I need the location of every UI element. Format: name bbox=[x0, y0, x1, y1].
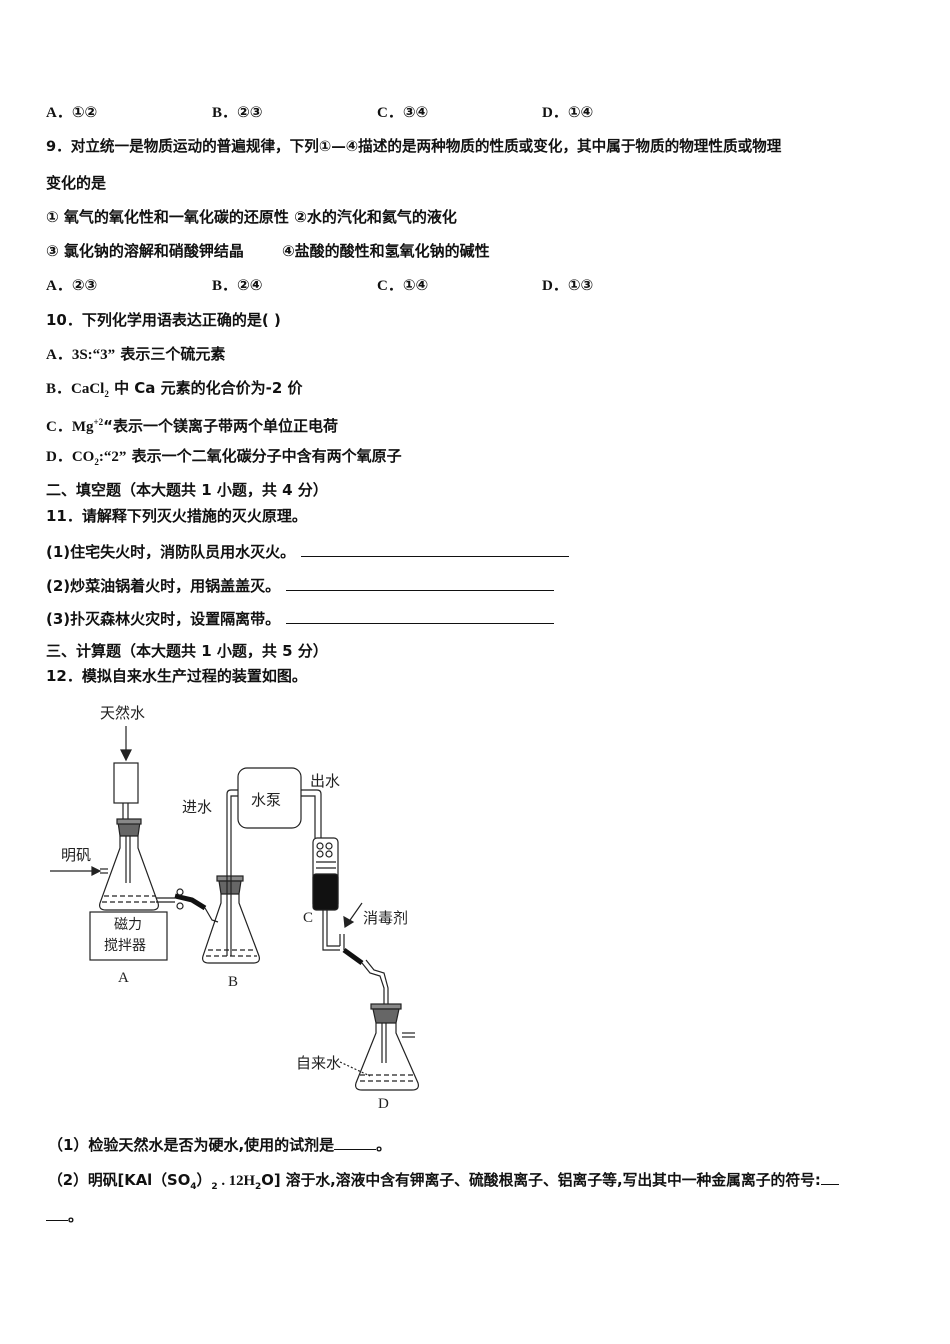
label-flask-a: A bbox=[118, 970, 129, 986]
formula: 3S:“3” bbox=[71, 347, 116, 363]
q9-items-row2: ③ 氯化钠的溶解和硝酸钾结晶 ④盐酸的酸性和氢氧化钠的碱性 bbox=[46, 241, 490, 261]
formula-superscript: +2 bbox=[93, 417, 104, 427]
subscript: 2 bbox=[255, 1181, 262, 1192]
option-letter: D． bbox=[542, 105, 568, 121]
formula: Mg bbox=[71, 419, 94, 435]
q8-option-d: D．①④ bbox=[542, 102, 593, 123]
formula: CO bbox=[71, 449, 95, 465]
option-text: ①④ bbox=[402, 276, 429, 294]
option-letter: D． bbox=[46, 449, 72, 465]
answer-blank-2[interactable] bbox=[286, 574, 555, 591]
option-letter: A． bbox=[46, 105, 72, 121]
option-text: ①③ bbox=[567, 276, 594, 294]
q12-part-1-text: （1）检验天然水是否为硬水,使用的试剂是 bbox=[48, 1136, 335, 1154]
option-text: “表示一个镁离子带两个单位正电荷 bbox=[103, 417, 339, 435]
answer-blank-1[interactable] bbox=[301, 540, 570, 557]
option-text: 中 Ca 元素的化合价为-2 价 bbox=[108, 379, 303, 397]
q11-item-1: (1)住宅失火时，消防队员用水灭火。 bbox=[46, 540, 570, 562]
q8-option-b: B．②③ bbox=[212, 102, 262, 123]
label-disinfectant: 消毒剂 bbox=[363, 909, 409, 927]
q11-item-2: (2)炒菜油锅着火时，用锅盖盖灭。 bbox=[46, 574, 555, 596]
q9-item-3: ③ 氯化钠的溶解和硝酸钾结晶 bbox=[46, 242, 244, 260]
q9-option-d: D．①③ bbox=[542, 275, 593, 296]
q12-part-2: （2）明矾[KAl（SO4）2 . 12H2O] 溶于水,溶液中含有钾离子、硫酸… bbox=[48, 1168, 839, 1197]
option-text: ③④ bbox=[402, 103, 429, 121]
answer-blank-q12-2a[interactable] bbox=[820, 1168, 839, 1185]
q9-item-1: ① 氧气的氧化性和一氧化碳的还原性 bbox=[46, 208, 289, 226]
q11-stem: 11．请解释下列灭火措施的灭火原理。 bbox=[46, 507, 307, 525]
option-letter: C． bbox=[46, 419, 72, 435]
q9-items-row1: ① 氧气的氧化性和一氧化碳的还原性 ②水的汽化和氦气的液化 bbox=[46, 207, 457, 227]
q10-option-c: C．Mg+2“表示一个镁离子带两个单位正电荷 bbox=[46, 412, 338, 437]
formula: . 12H bbox=[217, 1173, 256, 1189]
q10-stem: 10．下列化学用语表达正确的是( ) bbox=[46, 311, 281, 329]
label-water-out: 出水 bbox=[310, 772, 341, 790]
q9-item-4: ④盐酸的酸性和氢氧化钠的碱性 bbox=[281, 242, 490, 260]
q8-option-c: C．③④ bbox=[377, 102, 428, 123]
option-letter: C． bbox=[377, 278, 403, 294]
option-text: ②④ bbox=[237, 276, 263, 294]
arrow-head-icon bbox=[120, 749, 132, 762]
answer-blank-q12-2b[interactable] bbox=[46, 1204, 68, 1221]
q12-part-2-continued: 。 bbox=[46, 1204, 83, 1226]
label-column-c: C bbox=[303, 910, 314, 926]
label-water-in: 进水 bbox=[182, 798, 213, 816]
formula-tail: :“2” bbox=[98, 449, 127, 465]
section2-heading: 二、填空题（本大题共 1 小题，共 4 分） bbox=[46, 481, 328, 499]
label-stirrer-1: 磁力 bbox=[114, 917, 142, 933]
option-text: ②③ bbox=[71, 276, 98, 294]
q9-stem-line2: 变化的是 bbox=[46, 174, 107, 192]
q11-item-3: (3)扑灭森林火灾时，设置隔离带。 bbox=[46, 607, 555, 629]
section3-heading: 三、计算题（本大题共 1 小题，共 5 分） bbox=[46, 642, 328, 660]
option-letter: B． bbox=[212, 105, 238, 121]
label-flask-d: D bbox=[378, 1096, 389, 1112]
label-flask-b: B bbox=[228, 974, 239, 990]
answer-blank-q12-1[interactable] bbox=[334, 1133, 377, 1150]
period: 。 bbox=[68, 1207, 84, 1225]
formula: CaCl bbox=[71, 381, 105, 397]
apparatus-drawing bbox=[50, 726, 419, 1091]
q9-item-2: ②水的汽化和氦气的液化 bbox=[294, 208, 457, 226]
bracket: ） bbox=[196, 1172, 212, 1189]
q10-option-d: D．CO2:“2” 表示一个二氧化碳分子中含有两个氧原子 bbox=[46, 446, 402, 472]
label-alum: 明矾 bbox=[61, 846, 92, 864]
option-letter: D． bbox=[542, 278, 568, 294]
option-text: ②③ bbox=[237, 103, 263, 121]
q10-option-b: B．CaCl2 中 Ca 元素的化合价为-2 价 bbox=[46, 378, 303, 404]
option-letter: C． bbox=[377, 105, 403, 121]
period: 。 bbox=[376, 1136, 392, 1154]
formula-subscript: 2 bbox=[104, 389, 109, 399]
q9-option-c: C．①④ bbox=[377, 275, 428, 296]
label-natural-water: 天然水 bbox=[100, 704, 146, 722]
option-text: ①② bbox=[71, 103, 98, 121]
q9-option-a: A．②③ bbox=[46, 275, 97, 296]
water-treatment-apparatus-diagram: 天然水 明矾 磁力 搅拌器 进水 水泵 出水 消毒剂 自来水 A B C D bbox=[40, 698, 440, 1118]
option-letter: A． bbox=[46, 278, 72, 294]
subscript: 4 bbox=[190, 1181, 197, 1192]
option-letter: B． bbox=[46, 381, 72, 397]
option-text: 表示一个二氧化碳分子中含有两个氧原子 bbox=[126, 447, 402, 465]
option-letter: A． bbox=[46, 347, 72, 363]
q12-part-2-tail: O] 溶于水,溶液中含有钾离子、硫酸根离子、铝离子等,写出其中一种金属离子的符号… bbox=[261, 1172, 821, 1189]
formula-subscript: 2 bbox=[94, 457, 99, 467]
option-text: ①④ bbox=[567, 103, 594, 121]
q11-item-text: (1)住宅失火时，消防队员用水灭火。 bbox=[46, 543, 296, 561]
q11-item-text: (2)炒菜油锅着火时，用锅盖盖灭。 bbox=[46, 577, 281, 595]
subscript: 2 bbox=[211, 1181, 218, 1192]
q10-option-a: A．3S:“3” 表示三个硫元素 bbox=[46, 344, 225, 365]
q8-option-a: A．①② bbox=[46, 102, 97, 123]
q9-option-b: B．②④ bbox=[212, 275, 262, 296]
label-stirrer-2: 搅拌器 bbox=[104, 938, 146, 954]
label-tap-water: 自来水 bbox=[296, 1054, 342, 1072]
q12-part-1: （1）检验天然水是否为硬水,使用的试剂是 。 bbox=[48, 1133, 391, 1155]
label-pump: 水泵 bbox=[251, 791, 282, 809]
q12-stem: 12．模拟自来水生产过程的装置如图。 bbox=[46, 667, 307, 685]
q11-item-text: (3)扑灭森林火灾时，设置隔离带。 bbox=[46, 610, 281, 628]
q12-part-2-text: （2）明矾[KAl（SO bbox=[48, 1172, 191, 1189]
q9-stem-line1: 9．对立统一是物质运动的普遍规律，下列①—④描述的是两种物质的性质或变化，其中属… bbox=[46, 138, 782, 155]
option-letter: B． bbox=[212, 278, 238, 294]
option-text: 表示三个硫元素 bbox=[115, 345, 226, 363]
answer-blank-3[interactable] bbox=[286, 607, 555, 624]
